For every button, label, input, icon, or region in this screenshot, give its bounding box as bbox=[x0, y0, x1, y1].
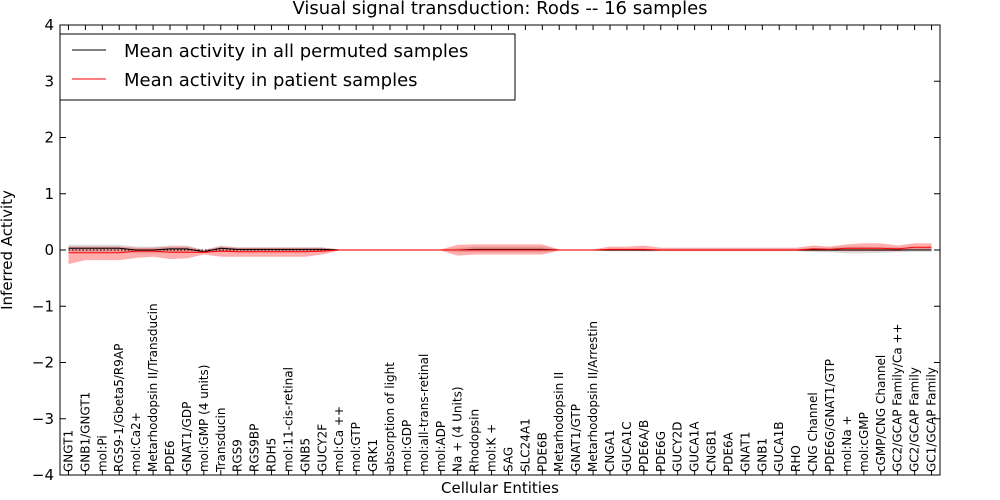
series-line-1 bbox=[68, 246, 932, 254]
x-tick-label: mol:all-trans-retinal bbox=[417, 354, 431, 472]
x-tick-label: PDE6A bbox=[721, 431, 735, 472]
x-tick-label: cGMP/CNG Channel bbox=[874, 355, 888, 472]
y-tick-label: −2 bbox=[32, 354, 54, 372]
x-tick-label: GNB5 bbox=[298, 438, 312, 472]
x-tick-label: PDE6 bbox=[163, 440, 177, 472]
x-tick-label: RGS9 bbox=[231, 439, 245, 472]
x-tick-label: mol:ADP bbox=[434, 421, 448, 472]
x-tick-label: absorption of light bbox=[383, 362, 397, 472]
x-tick-label: mol:GDP bbox=[400, 420, 414, 472]
x-tick-label: RGS9BP bbox=[248, 424, 262, 472]
y-tick-label: 1 bbox=[44, 185, 54, 203]
x-tick-label: GNAT1/GTP bbox=[569, 404, 583, 472]
x-tick-label: GUCY2D bbox=[671, 422, 685, 472]
legend-label-permuted: Mean activity in all permuted samples bbox=[124, 41, 468, 62]
x-tick-label: mol:GTP bbox=[349, 422, 363, 472]
x-tick-label: mol:cGMP bbox=[857, 412, 871, 472]
x-tick-label: PDE6B bbox=[535, 432, 549, 472]
x-tick-label: PDE6G/GNAT1/GTP bbox=[823, 359, 837, 472]
y-tick-label: −3 bbox=[32, 410, 54, 428]
x-tick-label: PDE6A/B bbox=[637, 420, 651, 472]
x-tick-label: SAG bbox=[501, 447, 515, 472]
x-tick-label: GNAT1 bbox=[738, 431, 752, 472]
x-tick-label: GNB1/GNGT1 bbox=[78, 392, 92, 472]
x-tick-label: RHO bbox=[789, 445, 803, 472]
series-band-1 bbox=[68, 243, 932, 265]
x-tick-label: GRK1 bbox=[366, 439, 380, 472]
y-tick-label: −4 bbox=[32, 466, 54, 484]
x-tick-label: mol:Ca ++ bbox=[332, 406, 346, 472]
x-tick-label: GC2/GCAP Family/Ca ++ bbox=[891, 323, 905, 472]
x-tick-label: CNGA1 bbox=[603, 430, 617, 473]
x-tick-label: GNB1 bbox=[755, 438, 769, 472]
x-tick-label: Metarhodopsin II/Transducin bbox=[146, 303, 160, 472]
x-tick-label: GNAT1/GDP bbox=[180, 402, 194, 472]
x-tick-label: RDH5 bbox=[265, 438, 279, 472]
x-tick-label: PDE6G bbox=[654, 431, 668, 472]
x-tick-label: mol:Pi bbox=[95, 435, 109, 472]
x-tick-label: RGS9-1/Gbeta5/R9AP bbox=[112, 344, 126, 472]
y-tick-label: 3 bbox=[44, 72, 54, 90]
x-tick-label: Na + (4 Units) bbox=[451, 386, 465, 472]
x-tick-label: GUCA1B bbox=[772, 421, 786, 472]
x-tick-label: CNG Channel bbox=[806, 392, 820, 472]
x-tick-label: mol:K + bbox=[485, 424, 499, 472]
x-tick-label: Metarhodopsin II/Arrestin bbox=[586, 321, 600, 472]
x-tick-label: GC2/GCAP Family bbox=[908, 367, 922, 472]
y-tick-label: 2 bbox=[44, 129, 54, 147]
x-tick-label: Transducin bbox=[214, 408, 228, 473]
legend: Mean activity in all permuted samples Me… bbox=[59, 33, 516, 101]
x-tick-label: mol:Ca2+ bbox=[129, 412, 143, 472]
x-tick-label: GUCA1A bbox=[688, 421, 702, 472]
legend-box bbox=[59, 33, 516, 101]
x-tick-label: Rhodopsin bbox=[468, 409, 482, 472]
x-tick-label: GUCY2F bbox=[315, 424, 329, 472]
x-tick-label: mol:GMP (4 units) bbox=[197, 365, 211, 472]
x-tick-label: mol:11-cis-retinal bbox=[281, 367, 295, 472]
x-tick-label: mol:Na + bbox=[840, 415, 854, 472]
legend-label-patient: Mean activity in patient samples bbox=[124, 70, 418, 91]
y-tick-label: −1 bbox=[32, 297, 54, 315]
y-tick-label: 0 bbox=[44, 241, 54, 259]
x-tick-label: CNGB1 bbox=[705, 429, 719, 472]
y-axis-label: Inferred Activity bbox=[0, 190, 16, 310]
x-axis-label: Cellular Entities bbox=[441, 479, 559, 497]
chart-title: Visual signal transduction: Rods -- 16 s… bbox=[292, 0, 707, 19]
x-tick-label: GC1/GCAP Family bbox=[925, 367, 939, 472]
y-tick-label: 4 bbox=[44, 16, 54, 34]
x-tick-label: Metarhodopsin II bbox=[552, 372, 566, 472]
x-tick-label: GNGT1 bbox=[61, 430, 75, 472]
x-tick-label: GUCA1C bbox=[620, 421, 634, 472]
x-tick-label: SLC24A1 bbox=[518, 418, 532, 472]
